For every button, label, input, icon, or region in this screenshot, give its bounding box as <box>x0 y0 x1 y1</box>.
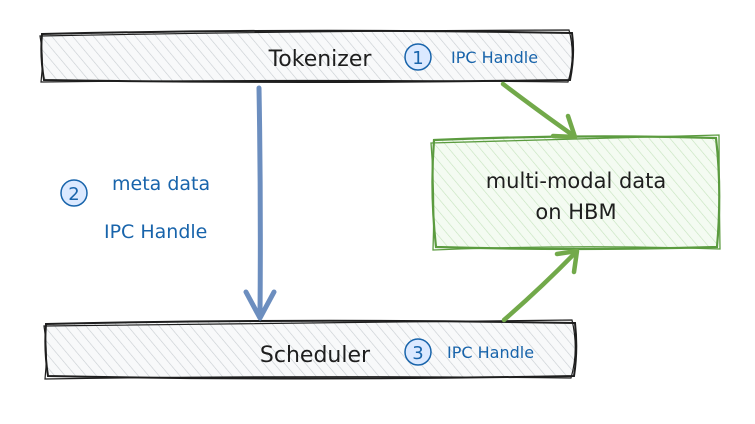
hbm-line-2: on HBM <box>535 200 616 224</box>
transfer-meta-data: meta data <box>112 173 210 195</box>
hbm-line-1: multi-modal data <box>486 169 667 193</box>
scheduler-ipc-handle: IPC Handle <box>447 343 534 362</box>
tokenizer-label: Tokenizer <box>268 47 373 72</box>
scheduler-box: Scheduler 3 IPC Handle <box>43 319 578 380</box>
transfer-ipc-handle: IPC Handle <box>104 221 207 243</box>
transfer-labels: 2 meta data IPC Handle <box>60 173 210 243</box>
step-3-number: 3 <box>412 343 423 364</box>
step-1-badge <box>404 43 432 71</box>
tokenizer-to-scheduler-arrow <box>243 85 277 321</box>
step-3-badge <box>404 338 432 366</box>
step-2-badge <box>60 179 88 207</box>
tokenizer-box: Tokenizer 1 IPC Handle <box>39 29 575 83</box>
step-2-number: 2 <box>68 184 79 205</box>
scheduler-to-hbm-arrow <box>501 248 580 323</box>
tokenizer-to-hbm-arrow <box>500 81 578 140</box>
tokenizer-ipc-handle: IPC Handle <box>451 48 538 67</box>
scheduler-label: Scheduler <box>260 343 371 368</box>
hbm-box: multi-modal data on HBM <box>430 134 721 251</box>
step-1-number: 1 <box>412 48 423 69</box>
